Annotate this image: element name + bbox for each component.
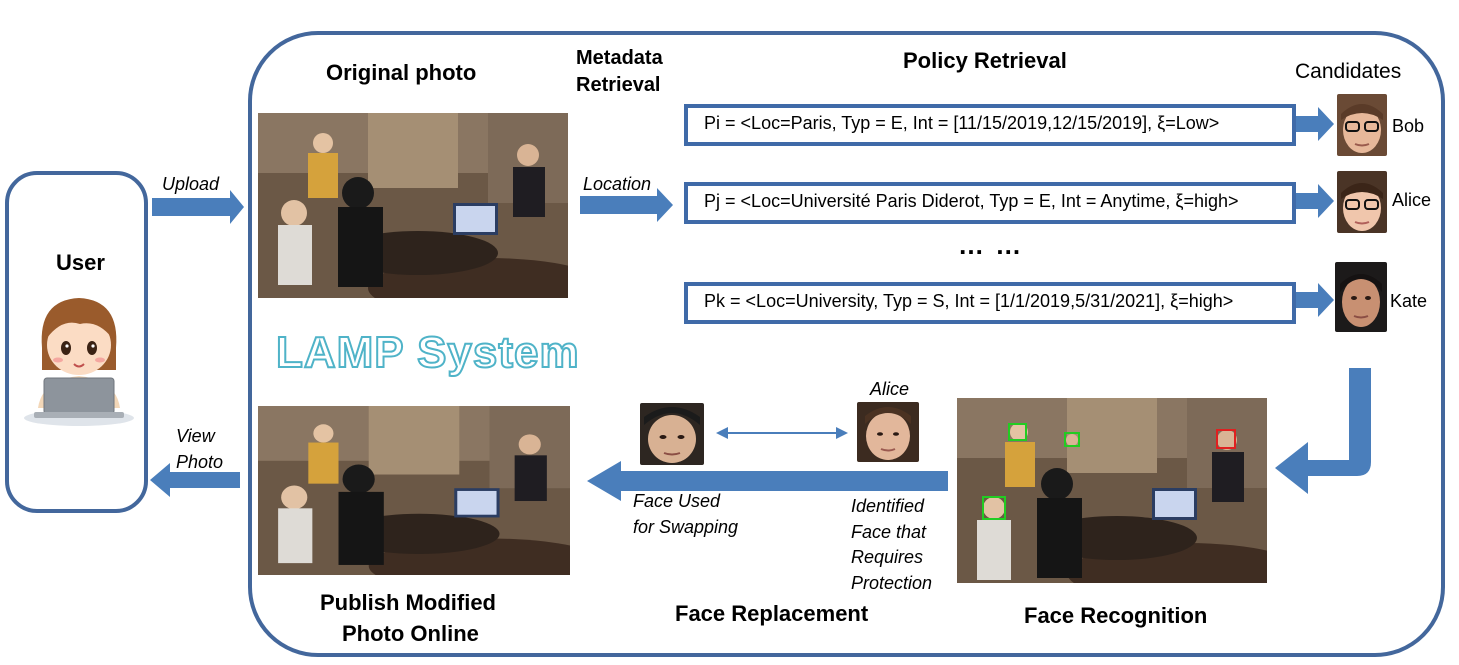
- publish-title-2: Photo Online: [342, 621, 479, 646]
- policy-j: Pj = <Loc=Université Paris Diderot, Typ …: [684, 182, 1296, 224]
- view-photo-label-1: View: [176, 426, 215, 446]
- original-photo-title: Original photo: [326, 60, 477, 85]
- policy-k-text: = <Loc=University, Typ = S, Int = [1/1/2…: [730, 291, 1234, 311]
- policy-retrieval-title: Policy Retrieval: [903, 48, 1067, 73]
- policy-i: Pi = <Loc=Paris, Typ = E, Int = [11/15/2…: [684, 104, 1296, 146]
- policy-arrow-bob: [1296, 107, 1334, 141]
- policy-j-text: = <Loc=Université Paris Diderot, Typ = E…: [725, 191, 1239, 211]
- location-label: Location: [583, 174, 652, 194]
- upload-label: Upload: [162, 174, 220, 194]
- policy-i-text: = <Loc=Paris, Typ = E, Int = [11/15/2019…: [725, 113, 1220, 133]
- upload-arrow: [152, 190, 244, 224]
- policy-ellipsis: … …: [958, 230, 1024, 260]
- policy-j-id: Pj: [704, 191, 721, 211]
- view-photo-arrow: [150, 463, 240, 497]
- candidate-bob-photo: [1337, 94, 1387, 156]
- candidate-kate-name: Kate: [1390, 291, 1428, 311]
- metadata-title-2: Retrieval: [576, 74, 661, 96]
- identified-label-3: Requires: [851, 547, 924, 567]
- face-used-label-2: for Swapping: [633, 517, 739, 537]
- policy-k-id: Pk: [704, 291, 726, 311]
- candidate-alice-name: Alice: [1392, 190, 1432, 210]
- view-photo-label-2: Photo: [176, 452, 224, 472]
- match-box-3: [982, 496, 1006, 520]
- publish-title-1: Publish Modified: [320, 590, 496, 615]
- identified-label-4: Protection: [851, 573, 933, 593]
- swap-head-left: [716, 427, 728, 439]
- lamp-system-frame: [248, 31, 1445, 657]
- face-used-label-1: Face Used: [633, 491, 721, 511]
- published-photo: [258, 406, 570, 575]
- candidate-alice-photo: [1337, 171, 1387, 233]
- user-label: User: [56, 250, 105, 275]
- face-recognition-title: Face Recognition: [1024, 603, 1208, 628]
- user-avatar: [24, 298, 134, 426]
- candidate-kate-photo: [1335, 262, 1387, 332]
- lamp-system-label: LAMP System: [275, 327, 580, 378]
- candidates-title: Candidates: [1295, 60, 1402, 83]
- policy-arrow-kate: [1296, 283, 1334, 317]
- match-box-1: [1008, 423, 1027, 441]
- user-box: [5, 171, 148, 513]
- face-recognition-photo: [957, 398, 1267, 583]
- policy-k: Pk = <Loc=University, Typ = S, Int = [1/…: [684, 282, 1296, 324]
- policy-i-id: Pi: [704, 113, 721, 133]
- identified-label-1: Identified: [851, 496, 925, 516]
- replacement-arrow: [587, 461, 948, 501]
- swap-face-alice: [857, 402, 919, 462]
- alice-swap-label: Alice: [870, 379, 910, 399]
- swap-head-right: [836, 427, 848, 439]
- match-box-2: [1064, 432, 1080, 447]
- policy-arrow-alice: [1296, 184, 1334, 218]
- candidate-bob-name: Bob: [1392, 116, 1425, 136]
- target-face-box: [1216, 429, 1236, 449]
- face-replacement-title: Face Replacement: [675, 601, 869, 626]
- original-photo: [258, 113, 568, 298]
- location-arrow: [580, 188, 673, 222]
- bent-arrow: [1275, 368, 1371, 494]
- metadata-title-1: Metadata: [576, 47, 663, 69]
- swap-face-used: [640, 403, 704, 465]
- identified-label-2: Face that: [851, 522, 927, 542]
